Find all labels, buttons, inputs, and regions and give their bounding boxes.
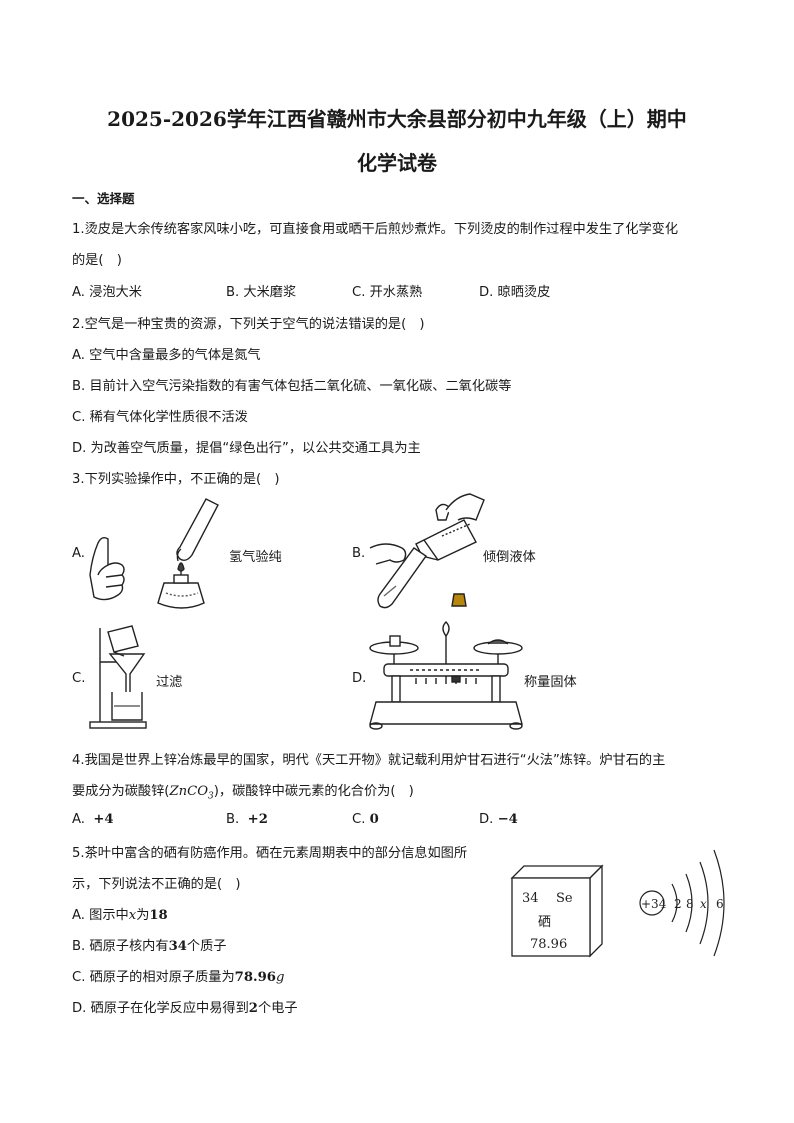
element-number: 34 xyxy=(522,891,539,906)
q3-d-label: 称量固体 xyxy=(524,675,577,690)
q5-option-a-mid: 为 xyxy=(136,908,150,923)
q5-option-c: C. 硒原子的相对原子质量为78.96g xyxy=(72,966,284,985)
q4-stem-line2-post: )，碳酸锌中碳元素的化合价为( ) xyxy=(213,784,414,799)
q4-stem-line2: 要成分为碳酸锌(ZnCO3)，碳酸锌中碳元素的化合价为( ) xyxy=(72,780,414,802)
shell3-count: x xyxy=(700,897,707,911)
q4-option-d-value: −4 xyxy=(497,812,518,827)
q1-option-a: A. 浸泡大米 xyxy=(72,285,142,300)
q5-option-a-var: x xyxy=(128,908,137,923)
q5-option-c-pre: C. 硒原子的相对原子质量为 xyxy=(72,970,235,985)
q3-d-letter: D. xyxy=(352,671,367,686)
q3-b-label: 倾倒液体 xyxy=(483,550,536,565)
q5-stem-line2: 示，下列说法不正确的是( ) xyxy=(72,877,241,892)
q4-option-c-letter: C. xyxy=(352,812,366,827)
filtration-figure xyxy=(89,625,147,729)
q3-stem: 3.下列实验操作中，不正确的是( ) xyxy=(72,472,280,487)
atom-structure-figure: +34 2 8 x 6 xyxy=(639,849,725,957)
q3-c-letter: C. xyxy=(72,671,86,686)
q4-option-c-value: 0 xyxy=(369,812,379,827)
hydrogen-test-figure xyxy=(89,498,219,609)
pour-liquid-figure xyxy=(369,493,485,609)
q3-c-label: 过滤 xyxy=(156,675,183,690)
q5-stem-line1: 5.茶叶中富含的硒有防癌作用。硒在元素周期表中的部分信息如图所 xyxy=(72,846,468,861)
section-heading: 一、选择题 xyxy=(72,191,135,206)
balance-figure xyxy=(369,593,523,730)
q4-option-d-letter: D. xyxy=(479,812,494,827)
q4-formula: ZnCO xyxy=(169,784,209,799)
q5-option-d-post: 个电子 xyxy=(257,1001,298,1016)
nucleus-circle xyxy=(639,890,665,916)
q4-formula-sub: 3 xyxy=(208,791,214,802)
q2-option-a: A. 空气中含量最多的气体是氮气 xyxy=(72,348,261,363)
q5-option-b: B. 硒原子核内有34个质子 xyxy=(72,935,226,954)
exam-title-line2: 化学试卷 xyxy=(357,151,437,175)
q2-option-d: D. 为改善空气质量，提倡“绿色出行”，以公共交通工具为主 xyxy=(72,441,421,456)
q1-option-b: B. 大米磨浆 xyxy=(226,285,297,300)
q4-option-b-letter: B. xyxy=(226,812,240,827)
q3-a-letter: A. xyxy=(72,546,85,561)
q5-option-b-val: 34 xyxy=(168,939,187,954)
q4-option-d: D. −4 xyxy=(479,812,518,827)
q1-stem-line2: 的是( ) xyxy=(72,253,122,268)
shell2-count: 8 xyxy=(686,897,694,911)
q2-option-c: C. 稀有气体化学性质很不活泼 xyxy=(72,410,248,425)
q5-option-c-unit: g xyxy=(275,970,285,985)
nucleus-charge: +34 xyxy=(641,897,667,911)
q4-option-c: C. 0 xyxy=(352,812,379,827)
q4-option-a-value: +4 xyxy=(93,812,114,827)
element-symbol: Se xyxy=(556,891,573,906)
q4-stem-line2-pre: 要成分为碳酸锌( xyxy=(72,784,170,799)
q4-option-b-value: +2 xyxy=(247,812,268,827)
q5-option-a-val: 18 xyxy=(149,908,168,923)
q4-option-b: B. +2 xyxy=(226,812,268,827)
element-mass: 78.96 xyxy=(530,937,567,952)
q5-option-a: A. 图示中x为18 xyxy=(72,904,168,923)
q4-option-a: A. +4 xyxy=(72,812,114,827)
q5-option-b-pre: B. 硒原子核内有 xyxy=(72,939,169,954)
shell4-count: 6 xyxy=(716,897,724,911)
element-name: 硒 xyxy=(538,915,551,930)
q4-stem-line1: 4.我国是世界上锌冶炼最早的国家，明代《天工开物》就记载利用炉甘石进行“火法”炼… xyxy=(72,753,666,768)
q1-option-d: D. 晾晒烫皮 xyxy=(479,285,551,300)
q3-a-label: 氢气验纯 xyxy=(229,550,282,565)
q3-b-letter: B. xyxy=(352,546,366,561)
q1-option-c: C. 开水蒸熟 xyxy=(352,285,423,300)
shell1-count: 2 xyxy=(674,897,682,911)
q5-option-b-post: 个质子 xyxy=(186,939,227,954)
q2-option-b: B. 目前计入空气污染指数的有害气体包括二氧化硫、一氧化碳、二氧化碳等 xyxy=(72,379,512,394)
q4-option-a-letter: A. xyxy=(72,812,85,827)
q5-option-c-val: 78.96 xyxy=(234,970,276,985)
q5-option-d: D. 硒原子在化学反应中易得到2个电子 xyxy=(72,997,298,1016)
q1-stem-line1: 1.烫皮是大余传统客家风味小吃，可直接食用或晒干后煎炒煮炸。下列烫皮的制作过程中… xyxy=(72,222,679,237)
element-cell-figure: 34 Se 硒 78.96 xyxy=(510,864,604,958)
q5-option-a-pre: A. 图示中 xyxy=(72,908,129,923)
q5-option-d-pre: D. 硒原子在化学反应中易得到 xyxy=(72,1001,249,1016)
q5-option-d-val: 2 xyxy=(248,1001,258,1016)
exam-title-line1: 2025-2026学年江西省赣州市大余县部分初中九年级（上）期中 xyxy=(107,107,687,131)
q2-stem: 2.空气是一种宝贵的资源，下列关于空气的说法错误的是( ) xyxy=(72,317,425,332)
